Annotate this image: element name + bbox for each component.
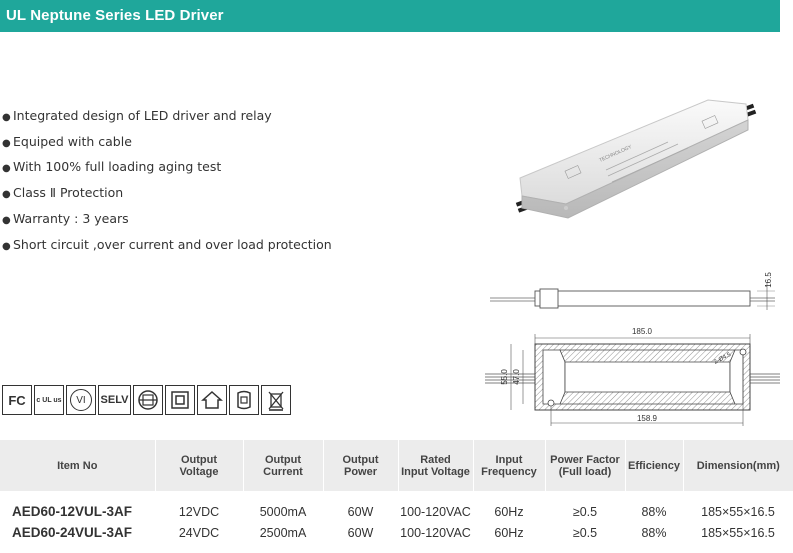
page-title: UL Neptune Series LED Driver [6, 7, 224, 24]
cell-output-current: 5000mA [259, 504, 307, 519]
cell-item-no: AED60-24VUL-3AF [12, 525, 133, 540]
cell-efficiency: 88% [641, 504, 667, 519]
col-header-item-no: Item No [0, 440, 156, 491]
feature-item: ●Equiped with cable [2, 133, 132, 149]
dim-width: 55.0 [500, 369, 509, 385]
cell-power-factor: ≥0.5 [572, 504, 598, 519]
indoor-use-mark-icon [197, 385, 227, 415]
dim-inner-width: 47.0 [512, 369, 521, 385]
feature-item: ●Class Ⅱ Protection [2, 185, 124, 201]
col-header-power-factor: Power Factor(Full load) [545, 440, 626, 491]
feature-list: ●Integrated design of LED driver and rel… [2, 104, 332, 258]
feature-item: ●With 100% full loading aging test [2, 159, 222, 175]
feature-item: ●Short circuit ,over current and over lo… [2, 236, 332, 252]
ul-mark-icon: c UL us [34, 385, 64, 415]
cell-dimension: 185×55×16.5 [701, 525, 775, 540]
table-row: AED60-24VUL-3AF 24VDC 2500mA 60W 100-120… [0, 522, 793, 543]
weee-mark-icon [261, 385, 291, 415]
dim-length: 185.0 [632, 327, 653, 336]
fc-mark-icon: FC [2, 385, 32, 415]
safety-transformer-mark-icon [229, 385, 259, 415]
product-image: TECHNOLOGY [515, 99, 757, 219]
cell-output-voltage: 24VDC [178, 525, 220, 540]
side-view-drawing: 16.5 [490, 272, 775, 310]
dim-height: 16.5 [764, 272, 773, 288]
class-vi-mark-icon: VI [66, 385, 96, 415]
cell-input-frequency: 60Hz [494, 504, 524, 519]
table-row: AED60-12VUL-3AF 12VDC 5000mA 60W 100-120… [0, 491, 793, 522]
cell-item-no: AED60-12VUL-3AF [12, 504, 133, 519]
top-view-drawing: 185.0 2-Ø4.5 55.0 47.0 158.9 [485, 327, 780, 426]
certification-row: FC c UL us VI SELV [2, 385, 291, 415]
transformer-mark-icon [133, 385, 163, 415]
header-bar: UL Neptune Series LED Driver [0, 0, 780, 32]
col-header-dimension: Dimension(mm) [696, 459, 780, 472]
cell-output-power: 60W [347, 525, 374, 540]
feature-item: ●Integrated design of LED driver and rel… [2, 108, 272, 123]
cell-efficiency: 88% [641, 525, 667, 540]
feature-item: ●Warranty : 3 years [2, 210, 129, 226]
cell-input-frequency: 60Hz [494, 525, 524, 540]
dim-hole-spacing: 158.9 [637, 414, 658, 423]
cell-input-voltage: 100-120VAC [400, 504, 471, 519]
cell-output-current: 2500mA [259, 525, 307, 540]
cell-input-voltage: 100-120VAC [400, 525, 471, 540]
cell-dimension: 185×55×16.5 [701, 504, 775, 519]
cell-power-factor: ≥0.5 [572, 525, 598, 540]
selv-mark-icon: SELV [98, 385, 131, 415]
cell-output-voltage: 12VDC [178, 504, 220, 519]
cell-output-power: 60W [347, 504, 374, 519]
col-header-efficiency: Efficiency [625, 440, 684, 491]
double-insulation-mark-icon [165, 385, 195, 415]
